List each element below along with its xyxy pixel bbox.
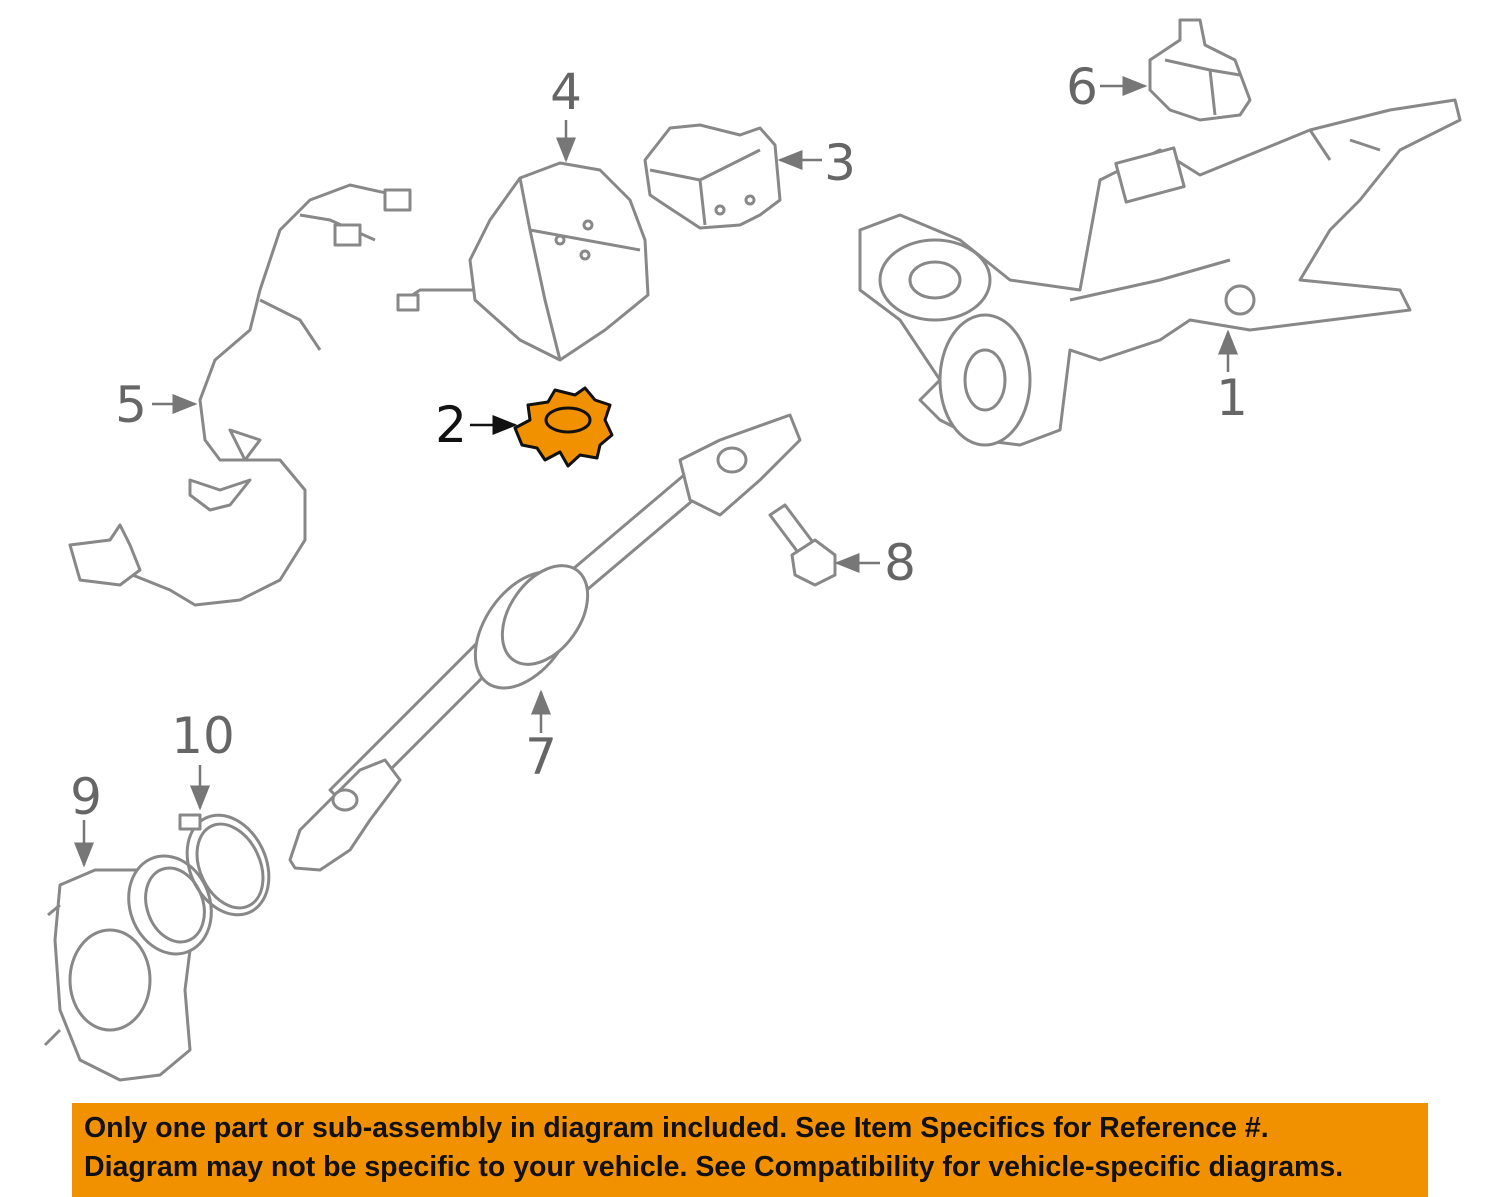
- callout-3: 3: [824, 134, 856, 192]
- callout-7: 7: [525, 728, 557, 786]
- callout-8: 8: [884, 534, 916, 592]
- part-7-intermediate-shaft: [288, 413, 802, 872]
- callout-5: 5: [115, 376, 147, 434]
- callout-9: 9: [70, 768, 102, 826]
- part-3: [643, 123, 782, 230]
- callout-2: 2: [435, 396, 467, 454]
- callout-6: 6: [1066, 58, 1098, 116]
- callout-arrows: [74, 76, 1238, 868]
- part-6: [1148, 18, 1252, 122]
- callout-1: 1: [1216, 369, 1248, 427]
- part-1-steering-column: [858, 98, 1462, 447]
- disclaimer-line-2: Diagram may not be specific to your vehi…: [84, 1151, 1344, 1183]
- disclaimer-line-1: Only one part or sub-assembly in diagram…: [84, 1112, 1269, 1144]
- part-9-boot: [43, 854, 213, 1082]
- part-2-highlighted-gear: [513, 386, 614, 468]
- part-5-wiring-harness: [68, 183, 412, 607]
- part-8-bolt: [768, 503, 837, 587]
- callout-10: 10: [171, 707, 235, 765]
- callout-4: 4: [550, 63, 582, 121]
- disclaimer-banner: Only one part or sub-assembly in diagram…: [72, 1103, 1428, 1197]
- part-4: [396, 161, 650, 362]
- part-10-clamp: [178, 813, 271, 917]
